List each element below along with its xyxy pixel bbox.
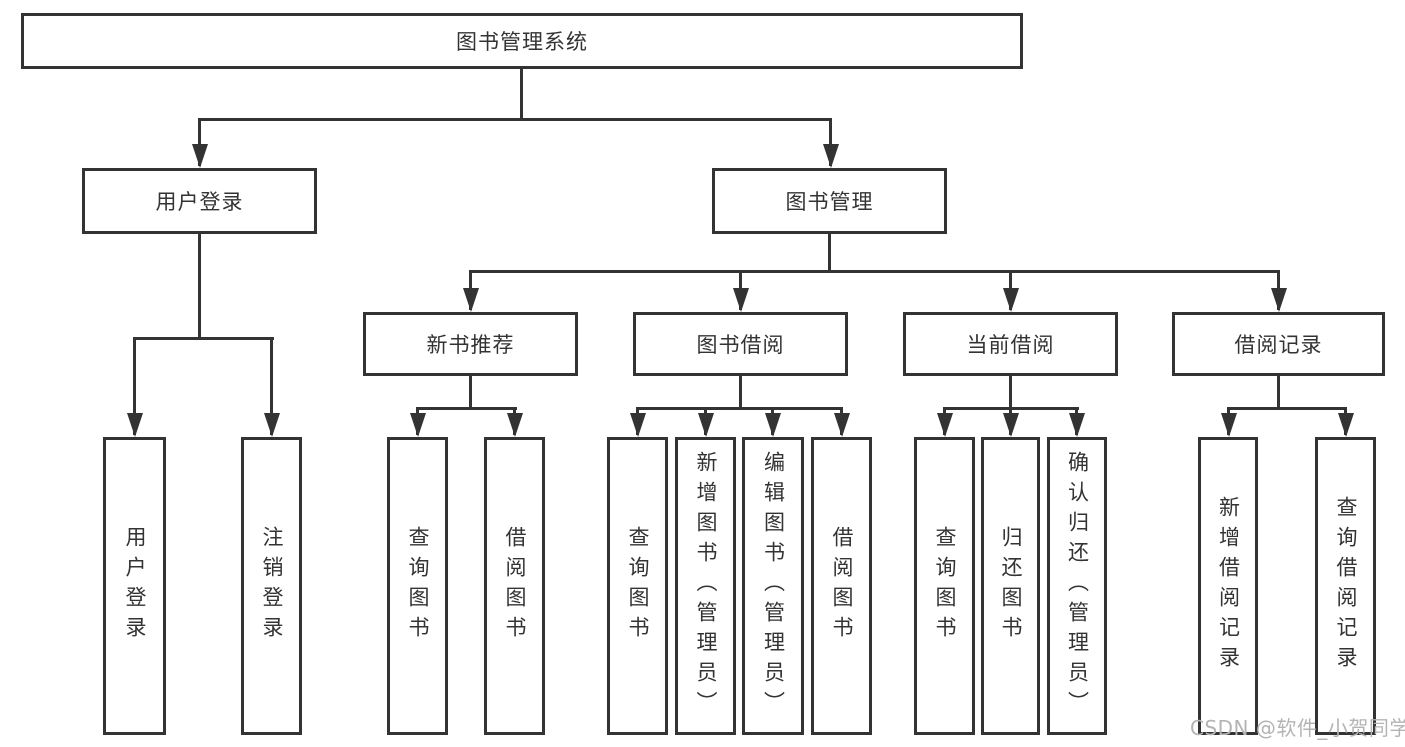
node-book-management: 图书管理 <box>712 168 947 234</box>
leaf-bb-borrow-books: 借阅图书 <box>811 437 872 735</box>
arrowhead-down-icon <box>697 413 714 437</box>
connector-line <box>636 407 843 410</box>
leaf-rec-borrow-books-label: 借阅图书 <box>503 526 527 646</box>
arrowhead-down-icon <box>1337 413 1354 437</box>
connector-line <box>469 376 472 409</box>
leaf-bb-borrow-books-label: 借阅图书 <box>830 526 854 646</box>
leaf-rec-query-books-label: 查询图书 <box>406 526 430 646</box>
leaf-logout-label: 注销登录 <box>260 526 284 646</box>
arrowhead-down-icon <box>1002 288 1019 312</box>
leaf-bb-edit-books-label: 编辑图书（管理员） <box>761 451 786 721</box>
node-current-borrow: 当前借阅 <box>903 312 1118 376</box>
leaf-bb-query-books: 查询图书 <box>607 437 668 735</box>
leaf-br-add-record-label: 新增借阅记录 <box>1216 496 1241 676</box>
connector-line <box>198 118 201 166</box>
leaf-rec-borrow-books: 借阅图书 <box>484 437 545 735</box>
node-borrow-record-label: 借阅记录 <box>1234 333 1323 357</box>
connector-line <box>416 407 517 410</box>
connector-line <box>469 270 1280 273</box>
connector-line <box>133 337 136 435</box>
node-user-login-label: 用户登录 <box>155 190 244 214</box>
arrowhead-down-icon <box>506 413 523 437</box>
arrowhead-down-icon <box>1068 413 1085 437</box>
leaf-bb-add-books-label: 新增图书（管理员） <box>694 451 718 721</box>
connector-line <box>270 337 273 435</box>
connector-line <box>198 233 201 339</box>
arrowhead-down-icon <box>833 413 850 437</box>
connector-line <box>829 118 832 166</box>
connector-line <box>1009 376 1012 409</box>
arrowhead-down-icon <box>263 413 280 437</box>
arrowhead-down-icon <box>936 413 953 437</box>
arrowhead-down-icon <box>462 288 479 312</box>
leaf-bb-edit-books: 编辑图书（管理员） <box>742 437 804 735</box>
arrowhead-down-icon <box>822 144 839 168</box>
leaf-logout: 注销登录 <box>241 437 302 735</box>
leaf-cb-confirm-return-label: 确认归还（管理员） <box>1065 451 1090 721</box>
leaf-br-add-record: 新增借阅记录 <box>1198 437 1258 735</box>
arrowhead-down-icon <box>764 413 781 437</box>
connector-line <box>739 376 742 409</box>
connector-line <box>198 118 832 121</box>
node-new-book-recommend: 新书推荐 <box>363 312 578 376</box>
leaf-bb-add-books: 新增图书（管理员） <box>675 437 736 735</box>
arrowhead-down-icon <box>1220 413 1237 437</box>
csdn-watermark: CSDN @软件_小贺同学 <box>1190 716 1405 740</box>
connector-line <box>520 69 523 118</box>
node-current-borrow-label: 当前借阅 <box>966 333 1055 357</box>
node-new-book-recommend-label: 新书推荐 <box>426 333 515 357</box>
leaf-cb-query-books-label: 查询图书 <box>933 526 957 646</box>
connector-line <box>1227 407 1347 410</box>
arrowhead-down-icon <box>1002 413 1019 437</box>
leaf-cb-return-books-label: 归还图书 <box>999 526 1023 646</box>
connector-line <box>828 234 831 272</box>
leaf-cb-confirm-return: 确认归还（管理员） <box>1047 437 1107 735</box>
leaf-user-login-label: 用户登录 <box>123 526 147 646</box>
leaf-bb-query-books-label: 查询图书 <box>626 526 650 646</box>
arrowhead-down-icon <box>629 413 646 437</box>
node-book-borrow-label: 图书借阅 <box>696 333 785 357</box>
node-book-borrow: 图书借阅 <box>633 312 848 376</box>
connector-line <box>133 337 274 340</box>
node-user-login: 用户登录 <box>82 168 317 234</box>
leaf-br-query-record: 查询借阅记录 <box>1315 437 1376 735</box>
arrowhead-down-icon <box>191 144 208 168</box>
node-root: 图书管理系统 <box>21 13 1023 69</box>
leaf-cb-return-books: 归还图书 <box>981 437 1040 735</box>
arrowhead-down-icon <box>1270 288 1287 312</box>
arrowhead-down-icon <box>409 413 426 437</box>
arrowhead-down-icon <box>732 288 749 312</box>
node-root-label: 图书管理系统 <box>456 30 588 54</box>
leaf-br-query-record-label: 查询借阅记录 <box>1334 496 1358 676</box>
connector-line <box>1277 376 1280 409</box>
node-borrow-record: 借阅记录 <box>1172 312 1385 376</box>
arrowhead-down-icon <box>126 413 143 437</box>
leaf-user-login: 用户登录 <box>103 437 166 735</box>
leaf-cb-query-books: 查询图书 <box>914 437 975 735</box>
leaf-rec-query-books: 查询图书 <box>387 437 448 735</box>
node-book-management-label: 图书管理 <box>785 190 874 214</box>
